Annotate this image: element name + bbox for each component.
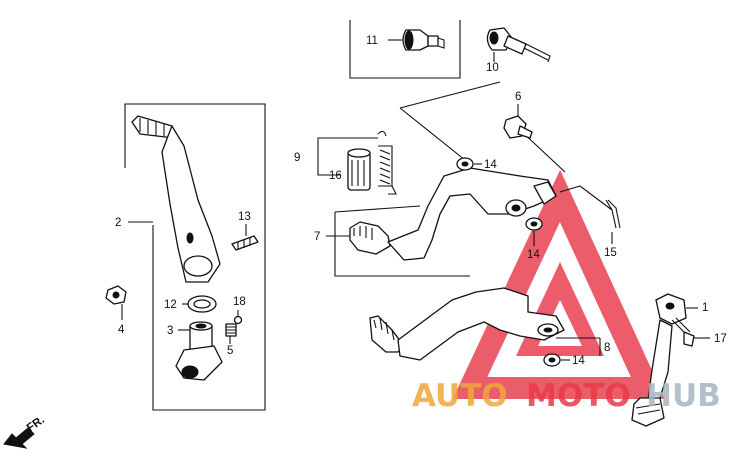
brake-pedal-part-8 — [369, 287, 565, 361]
callout-6: 6 — [515, 91, 521, 103]
callout-14-low: 14 — [572, 355, 585, 367]
spring-part-9 — [377, 130, 397, 195]
pivot-bolt-part-10 — [486, 27, 551, 63]
brake-pedal-part-7 — [349, 167, 557, 261]
bolt-part-11 — [402, 29, 445, 51]
callout-3: 3 — [167, 325, 173, 337]
kick-starter-arm-part-2 — [131, 115, 221, 283]
callout-17: 17 — [714, 333, 727, 345]
callout-12: 12 — [164, 299, 177, 311]
callout-13: 13 — [238, 211, 251, 223]
callout-14-mid: 14 — [527, 249, 540, 261]
washer-part-14-top — [456, 157, 474, 171]
callout-11: 11 — [366, 35, 378, 47]
callout-9: 9 — [294, 152, 300, 164]
callout-8: 8 — [604, 342, 610, 354]
callout-2: 2 — [115, 217, 121, 229]
washer-part-14-low — [543, 353, 561, 367]
rubber-part-16 — [347, 148, 371, 191]
callout-10: 10 — [486, 62, 499, 74]
watermark-auto: AUTO — [412, 378, 508, 414]
cotter-pin-part-15 — [605, 199, 621, 229]
callout-15: 15 — [604, 247, 617, 259]
callout-5: 5 — [227, 345, 233, 357]
callout-14-top: 14 — [484, 159, 497, 171]
callout-labels: 1 2 3 4 5 6 7 8 9 10 11 12 13 14 14 14 1… — [115, 35, 727, 367]
bolt-part-17 — [671, 317, 695, 347]
kick-boss-part-3 — [175, 321, 223, 381]
watermark-moto: MOTO — [526, 378, 631, 414]
ball-part-18 — [233, 315, 243, 325]
shift-lever-part-1 — [631, 293, 687, 427]
watermark-text: AUTO MOTO HUB — [412, 378, 721, 414]
callout-1: 1 — [702, 302, 708, 314]
spring-part-5 — [225, 323, 237, 337]
oil-seal-part-12 — [187, 295, 217, 313]
bolt-part-13 — [231, 235, 259, 251]
callout-7: 7 — [314, 231, 320, 243]
callout-16: 16 — [329, 170, 342, 182]
bolt-part-4 — [105, 285, 127, 305]
watermark-hub: HUB — [646, 378, 721, 414]
front-direction-arrow: FR. — [3, 414, 47, 449]
callout-4: 4 — [118, 324, 125, 336]
bolt-part-6 — [503, 115, 533, 139]
callout-18: 18 — [233, 296, 246, 308]
washer-part-14-mid — [525, 217, 543, 231]
